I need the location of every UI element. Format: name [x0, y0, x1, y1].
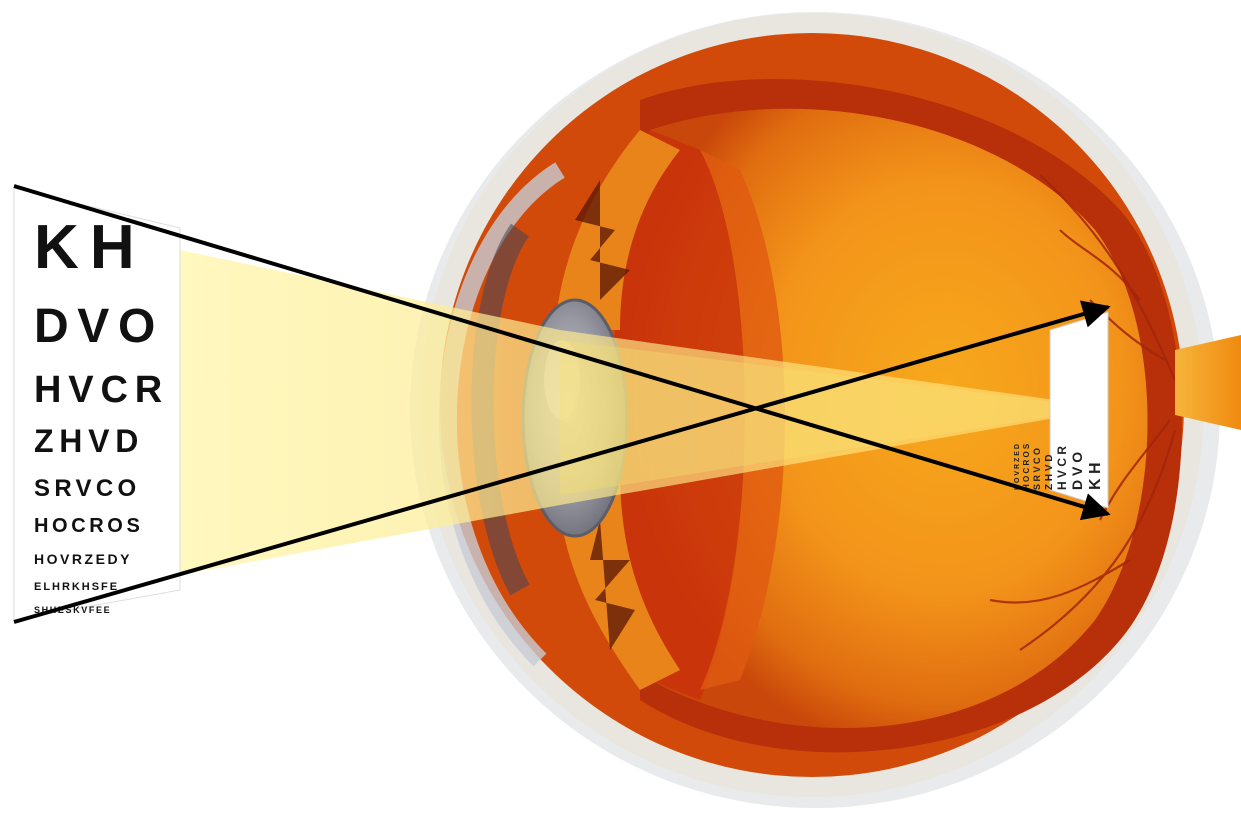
- eye-chart-row-2: DVO: [34, 300, 164, 353]
- eye-chart-row-7: HOVRZEDY: [34, 551, 132, 567]
- eye-chart-row-1: KH: [34, 213, 146, 282]
- retina-row-7: H O V R Z E D: [1014, 444, 1021, 490]
- retina-row-2: D V O: [1069, 452, 1085, 490]
- eye-chart-row-3: HVCR: [34, 369, 169, 411]
- optic-nerve-icon: [1175, 335, 1241, 430]
- retina-row-5: S R V C O: [1032, 448, 1042, 490]
- eye-chart-row-8: ELHRKHSFE: [34, 581, 119, 593]
- eye-chart-row-6: HOCROS: [34, 515, 143, 537]
- eye-chart-row-5: SRVCO: [34, 475, 141, 502]
- retina-row-6: H O C R O S: [1022, 443, 1031, 490]
- eye-chart-row-4: ZHVD: [34, 423, 144, 459]
- retina-row-4: Z H V D: [1044, 454, 1055, 490]
- retina-row-1: K H: [1087, 462, 1104, 490]
- eye-chart-icon: KH DVO HVCR ZHVD SRVCO HOCROS HOVRZEDY ELHRKHSF…: [14, 188, 180, 620]
- retina-row-3: H V C R: [1055, 446, 1069, 490]
